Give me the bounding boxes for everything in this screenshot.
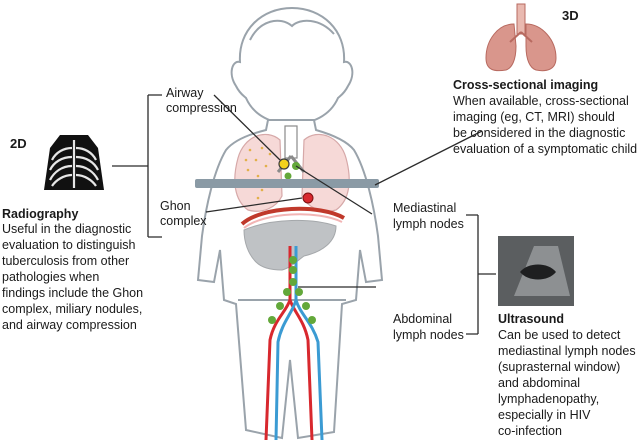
- radiography-line: Useful in the diagnostic: [2, 222, 132, 236]
- cross-section-title: Cross-sectional imaging: [453, 78, 599, 92]
- child-hair: [249, 19, 335, 41]
- radiography-tag: 2D: [10, 136, 27, 151]
- cross-section-plane: [195, 179, 379, 188]
- cross-section-line: imaging (eg, CT, MRI) should: [453, 110, 615, 124]
- trachea: [284, 125, 298, 159]
- diaphragm: [240, 206, 346, 226]
- radiography-line: and airway compression: [2, 318, 137, 332]
- abdominal-label-2: lymph nodes: [393, 328, 464, 342]
- radiography-line: findings include the Ghon: [2, 286, 144, 300]
- ultrasound-line: (suprasternal window): [498, 360, 621, 374]
- ghon-label: Ghon: [160, 199, 191, 213]
- ghon-pointer: [205, 197, 303, 213]
- airway-nodes: [278, 158, 290, 170]
- radiography-line: complex, miliary nodules,: [2, 302, 143, 316]
- ultrasound-line: especially in HIV: [498, 408, 591, 422]
- radiography-line: evaluation to distinguish: [2, 238, 136, 252]
- radiography-line: tuberculosis from other: [2, 254, 130, 268]
- lung-3d-thumbnail: [485, 3, 557, 72]
- ultrasound-line: and abdominal: [498, 376, 581, 390]
- mediastinal-label-2: lymph nodes: [393, 217, 464, 231]
- abdominal-nodes: [268, 256, 316, 324]
- ultrasound-line: lymphadenopathy,: [498, 392, 600, 406]
- chest-xray-thumbnail: [40, 131, 108, 193]
- mediastinal-node-2: [284, 172, 292, 180]
- child-head: [230, 6, 354, 126]
- cross-section-line: evaluation of a symptomatic child: [453, 142, 638, 156]
- ultrasound-title: Ultrasound: [498, 312, 564, 326]
- cross-section-line: be considered in the diagnostic: [453, 126, 626, 140]
- ultrasound-line: co-infection: [498, 424, 562, 438]
- abdominal-label: Abdominal: [393, 312, 453, 326]
- airway-pointer: [213, 94, 281, 161]
- cross-section-pointer: [374, 130, 483, 186]
- blood-vessels: [264, 246, 324, 441]
- diaphragm-inner: [243, 213, 343, 229]
- mediastinal-label: Mediastinal: [393, 201, 457, 215]
- radiography-bracket: [112, 94, 162, 238]
- airway-label: Airway: [166, 86, 204, 100]
- radiography-line: pathologies when: [2, 270, 100, 284]
- ultrasound-line: mediastinal lymph nodes: [498, 344, 636, 358]
- cross-section-line: When available, cross-sectional: [453, 94, 629, 108]
- radiography-title: Radiography: [2, 207, 79, 221]
- ghon-label-2: complex: [160, 214, 207, 228]
- ultrasound-line: Can be used to detect: [498, 328, 621, 342]
- ultrasound-bracket: [466, 214, 496, 335]
- connector-lines: [112, 94, 496, 335]
- mediastinal-pointer: [295, 165, 373, 215]
- airway-label-2: compression: [166, 101, 237, 115]
- ghon-focus: [302, 192, 314, 204]
- ultrasound-thumbnail: [498, 236, 574, 306]
- cross-section-tag: 3D: [562, 8, 579, 23]
